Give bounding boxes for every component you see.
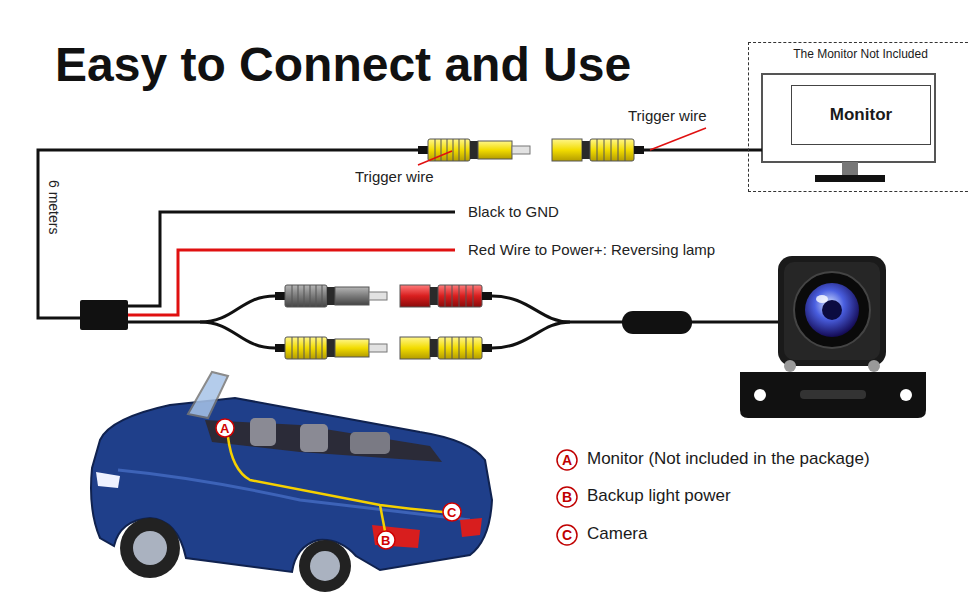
- diagram-title: Easy to Connect and Use: [55, 36, 631, 94]
- callout-letter: C: [562, 528, 572, 542]
- wire-label: Trigger wire: [628, 107, 707, 125]
- callout-letter: B: [381, 534, 390, 547]
- box-heading: The Monitor Not Included: [749, 47, 970, 61]
- box-label: Monitor: [830, 105, 892, 125]
- callout-letter: A: [220, 422, 229, 435]
- length-label: 6 meters: [45, 180, 62, 234]
- legend-text: Backup light power: [587, 486, 731, 506]
- callout-letter: C: [447, 506, 456, 519]
- monitor-screen-box: Monitor: [791, 85, 931, 145]
- callout-letter: A: [562, 453, 572, 467]
- legend-text: Camera: [587, 524, 647, 544]
- legend-text: Monitor (Not included in the package): [587, 449, 870, 469]
- callout-letter: B: [562, 490, 572, 504]
- wire-label: Black to GND: [468, 203, 559, 221]
- wire-label: Red Wire to Power+: Reversing lamp: [468, 241, 715, 259]
- wire-label: Trigger wire: [355, 168, 434, 186]
- monitor-frame-box: The Monitor Not IncludedMonitor: [748, 42, 970, 192]
